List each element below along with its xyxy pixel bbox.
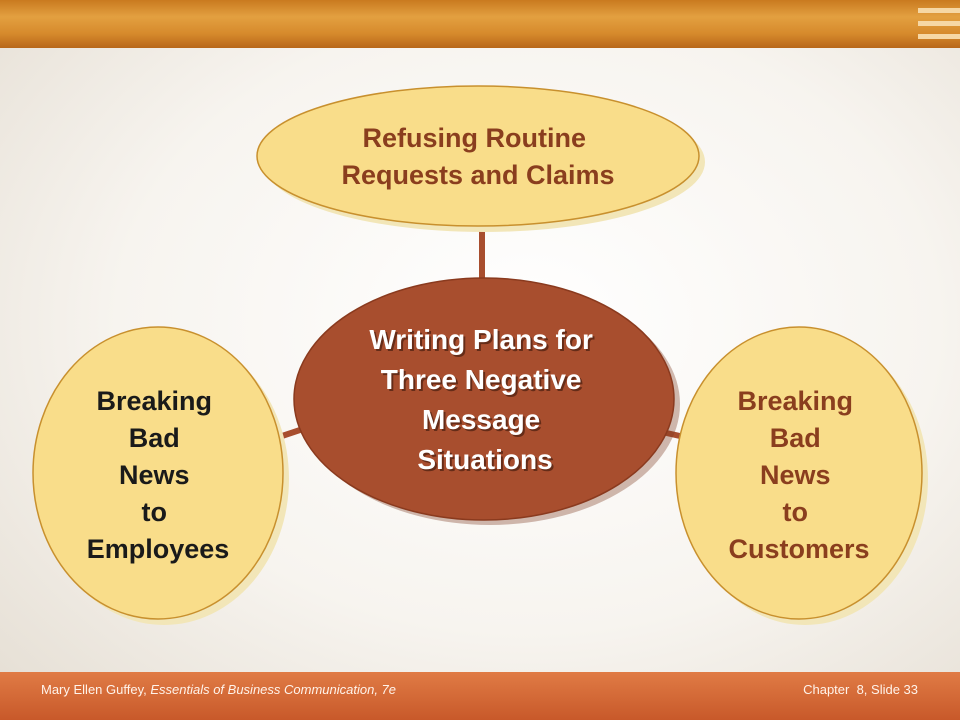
top-bubble-text: Refusing Routine Requests and Claims [341, 123, 614, 190]
footer-citation: Mary Ellen Guffey, Essentials of Busines… [41, 682, 396, 697]
left-line-2: Bad [129, 423, 180, 453]
center-line-3: Message [422, 404, 540, 435]
top-line-2: Requests and Claims [341, 160, 614, 190]
right-bubble-text: Breaking Bad News to Customers [728, 386, 869, 564]
banner-stripes [918, 0, 960, 48]
center-shadow-4: Situations [419, 446, 554, 477]
center-shadow-1: Writing Plans for [371, 326, 595, 357]
left-line-1: Breaking [96, 386, 212, 416]
center-line-2: Three Negative [381, 364, 582, 395]
footer-author: Mary Ellen Guffey, [41, 682, 151, 697]
left-line-3: News [119, 460, 190, 490]
center-bubble [293, 277, 675, 521]
left-line-4: to [142, 497, 167, 527]
left-bubble [32, 326, 284, 620]
connector-left [281, 427, 301, 439]
left-bubble-text: Breaking Bad News to Employees [87, 386, 230, 564]
top-line-1: Refusing Routine [362, 123, 586, 153]
right-line-1: Breaking [737, 386, 853, 416]
right-line-4: to [783, 497, 808, 527]
top-banner [0, 0, 960, 48]
right-bubble [675, 326, 923, 620]
center-line-1: Writing Plans for [369, 324, 593, 355]
right-line-3: News [760, 460, 831, 490]
footer-bar: Mary Ellen Guffey, Essentials of Busines… [0, 672, 960, 720]
right-line-2: Bad [770, 423, 821, 453]
left-line-5: Employees [87, 534, 230, 564]
center-text-shadow: Writing Plans for Three Negative Message… [371, 326, 602, 477]
center-line-4: Situations [417, 444, 552, 475]
center-shadow-2: Three Negative [383, 366, 584, 397]
right-line-5: Customers [728, 534, 869, 564]
footer-slide-number: Chapter 8, Slide 33 [803, 682, 918, 697]
center-bubble-text: Writing Plans for Three Negative Message… [369, 324, 600, 475]
footer-book-title: Essentials of Business Communication, 7e [150, 682, 397, 697]
top-bubble [256, 85, 700, 227]
center-shadow-3: Message [424, 406, 542, 437]
